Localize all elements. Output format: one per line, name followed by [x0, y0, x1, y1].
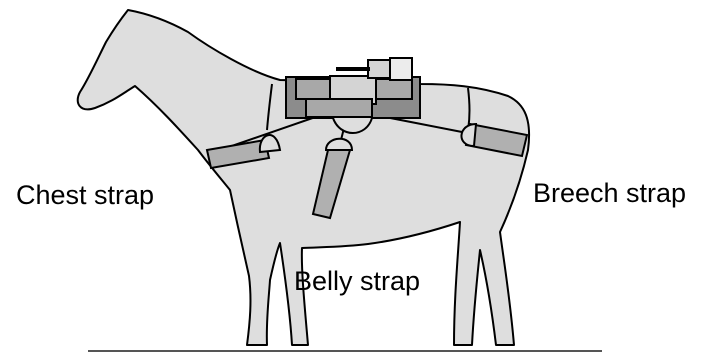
- belly-strap-label: Belly strap: [294, 268, 420, 295]
- saddle-mount-cap: [390, 58, 412, 80]
- chest-strap-label: Chest strap: [16, 182, 154, 209]
- saddle-side-panel: [306, 99, 372, 117]
- breech-strap-label: Breech strap: [533, 180, 686, 207]
